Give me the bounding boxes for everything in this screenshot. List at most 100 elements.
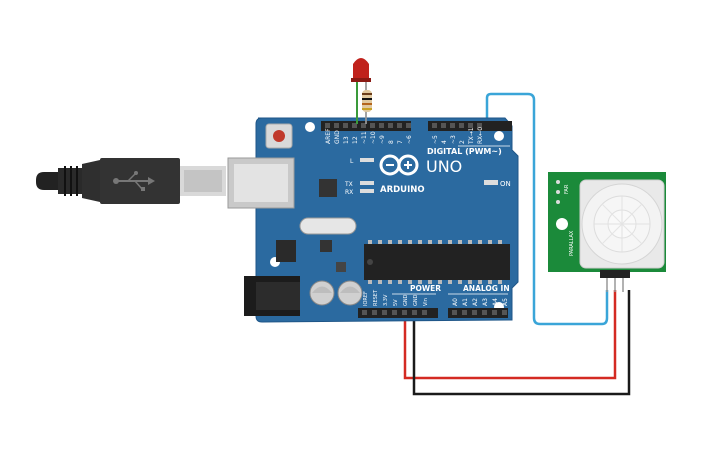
digital-pin[interactable] xyxy=(450,123,455,128)
pir-left-text-small: FAR xyxy=(564,184,570,194)
power-pin[interactable] xyxy=(382,310,387,315)
analog-pin[interactable] xyxy=(472,310,477,315)
resistor xyxy=(362,86,372,124)
digital-pin[interactable] xyxy=(459,123,464,128)
chip-leg xyxy=(428,280,432,284)
chip-leg xyxy=(398,280,402,284)
power-pin[interactable] xyxy=(412,310,417,315)
digital-pin-label: 2 xyxy=(459,140,466,144)
digital-pin[interactable] xyxy=(406,123,411,128)
usb-chip xyxy=(319,179,337,197)
chip-leg xyxy=(458,280,462,284)
digital-pin-label: ~6 xyxy=(406,135,413,144)
analog-pin[interactable] xyxy=(492,310,497,315)
capacitor xyxy=(337,280,363,306)
chip-leg xyxy=(408,240,412,244)
digital-pin-label: ~5 xyxy=(432,135,439,144)
chip-leg xyxy=(498,280,502,284)
digital-pin-label: 13 xyxy=(343,136,350,144)
digital-pin-label: ~10 xyxy=(370,131,377,144)
digital-pin-label: ~3 xyxy=(450,135,457,144)
digital-pwm-label: DIGITAL (PWM~) xyxy=(427,147,502,156)
usb-cable xyxy=(36,158,226,204)
power-pin-label: Vin xyxy=(423,298,429,306)
chip-leg xyxy=(468,280,472,284)
digital-pin[interactable] xyxy=(432,123,437,128)
chip-leg xyxy=(448,240,452,244)
led-rx-label: RX xyxy=(345,189,353,196)
wire-gnd xyxy=(412,290,631,396)
led-l xyxy=(360,158,374,162)
usb-logo-icon xyxy=(113,171,155,191)
led-l-label: L xyxy=(350,158,354,165)
chip-leg xyxy=(438,280,442,284)
analog-pin-label: A4 xyxy=(492,298,499,306)
arduino-logo-icon xyxy=(379,154,419,176)
model-label: UNO xyxy=(426,157,462,176)
digital-pin[interactable] xyxy=(379,123,384,128)
power-pin-label: 3.3V xyxy=(383,294,389,306)
digital-pin[interactable] xyxy=(343,123,348,128)
power-pin-label: IOREF xyxy=(363,291,369,306)
chip-leg xyxy=(488,240,492,244)
chip-leg xyxy=(368,240,372,244)
power-pin[interactable] xyxy=(362,310,367,315)
power-pin-label: GND xyxy=(403,294,409,306)
reset-button[interactable] xyxy=(265,123,293,149)
digital-pin[interactable] xyxy=(441,123,446,128)
digital-pin[interactable] xyxy=(397,123,402,128)
pir-header xyxy=(600,270,630,278)
chip-leg xyxy=(438,240,442,244)
power-pin[interactable] xyxy=(422,310,427,315)
analog-pin-label: A1 xyxy=(462,298,469,306)
pir-right-text3: 555-28027 xyxy=(670,226,676,253)
analog-pin-label: A2 xyxy=(472,298,479,306)
digital-pin-label: AREF xyxy=(325,128,332,144)
mount-hole xyxy=(494,131,504,141)
crystal xyxy=(299,217,357,235)
analog-pin-label: A5 xyxy=(502,298,509,306)
digital-pin[interactable] xyxy=(468,123,473,128)
digital-pin[interactable] xyxy=(388,123,393,128)
chip-leg xyxy=(418,240,422,244)
digital-pin-label: RX←0 xyxy=(477,127,484,144)
power-jack xyxy=(244,276,300,316)
analog-pin[interactable] xyxy=(452,310,457,315)
led-rx xyxy=(360,189,374,193)
power-pin[interactable] xyxy=(372,310,377,315)
pir-left-text: PARALLAX xyxy=(569,230,575,256)
chip-leg xyxy=(408,280,412,284)
power-label: POWER xyxy=(410,284,441,293)
on-label: ON xyxy=(500,180,511,188)
pir-sensor: PARALLAX FAR PIR Sensor Rev B 555-28027 xyxy=(548,172,676,292)
analog-header xyxy=(448,308,508,318)
digital-pin[interactable] xyxy=(477,123,482,128)
chip-leg xyxy=(388,280,392,284)
chip-leg xyxy=(488,280,492,284)
analog-pin[interactable] xyxy=(482,310,487,315)
analog-pin[interactable] xyxy=(462,310,467,315)
digital-pin[interactable] xyxy=(334,123,339,128)
power-header xyxy=(358,308,438,318)
pir-right-text2: Rev B xyxy=(664,184,670,199)
digital-pin[interactable] xyxy=(325,123,330,128)
chip-leg xyxy=(428,240,432,244)
digital-pin[interactable] xyxy=(370,123,375,128)
atmega-chip xyxy=(364,240,510,284)
led-tx xyxy=(360,181,374,185)
digital-pin-label: TX→1 xyxy=(468,127,475,145)
digital-pin-label: ~9 xyxy=(379,135,386,144)
chip-leg xyxy=(418,280,422,284)
chip-leg xyxy=(398,240,402,244)
digital-pin-label: GND xyxy=(334,130,341,144)
power-pin[interactable] xyxy=(392,310,397,315)
chip-leg xyxy=(458,240,462,244)
chip-leg xyxy=(368,280,372,284)
power-pin-label: RESET xyxy=(373,289,379,306)
digital-pin[interactable] xyxy=(361,123,366,128)
digital-pin-label: ~11 xyxy=(361,131,368,144)
digital-pin[interactable] xyxy=(352,123,357,128)
power-pin[interactable] xyxy=(402,310,407,315)
analog-pin[interactable] xyxy=(502,310,507,315)
